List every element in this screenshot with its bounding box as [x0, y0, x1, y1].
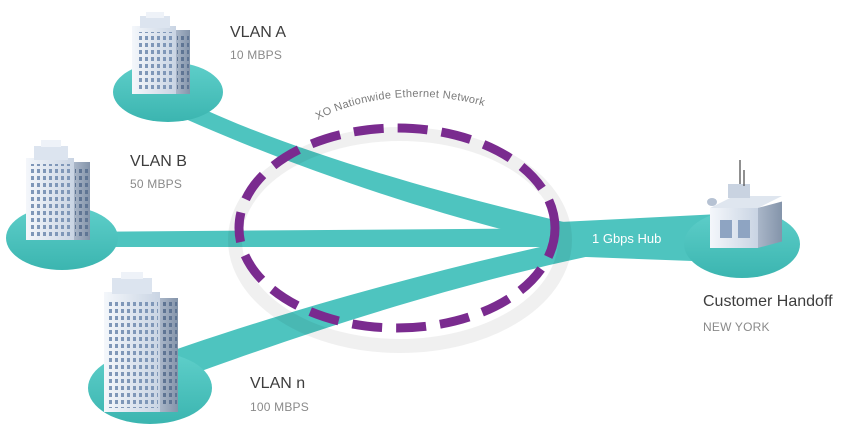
vlan-a-name: VLAN A	[230, 24, 287, 41]
link-hub-customer	[560, 214, 720, 262]
customer-title: Customer Handoff	[703, 293, 833, 310]
link-vlan-n	[120, 236, 590, 390]
ring-shadow	[228, 127, 572, 353]
network-name: XO Nationwide Ethernet Network	[314, 88, 487, 123]
building-vlan-n	[104, 272, 178, 412]
building-vlan-b	[26, 140, 90, 240]
link-vlan-a	[155, 95, 590, 250]
building-customer	[707, 160, 782, 248]
hub-label: 1 Gbps Hub	[592, 231, 662, 246]
network-ring	[234, 123, 560, 333]
vlan-b-speed: 50 MBPS	[130, 177, 183, 191]
link-vlan-b	[60, 228, 590, 247]
vlan-b-name: VLAN B	[130, 153, 187, 170]
vlan-a-speed: 10 MBPS	[230, 48, 283, 62]
vlan-n-speed: 100 MBPS	[250, 400, 309, 414]
vlan-n-name: VLAN n	[250, 375, 306, 392]
building-vlan-a	[132, 12, 190, 94]
customer-location: NEW YORK	[703, 320, 770, 334]
network-name-path: XO Nationwide Ethernet Network	[314, 88, 487, 123]
